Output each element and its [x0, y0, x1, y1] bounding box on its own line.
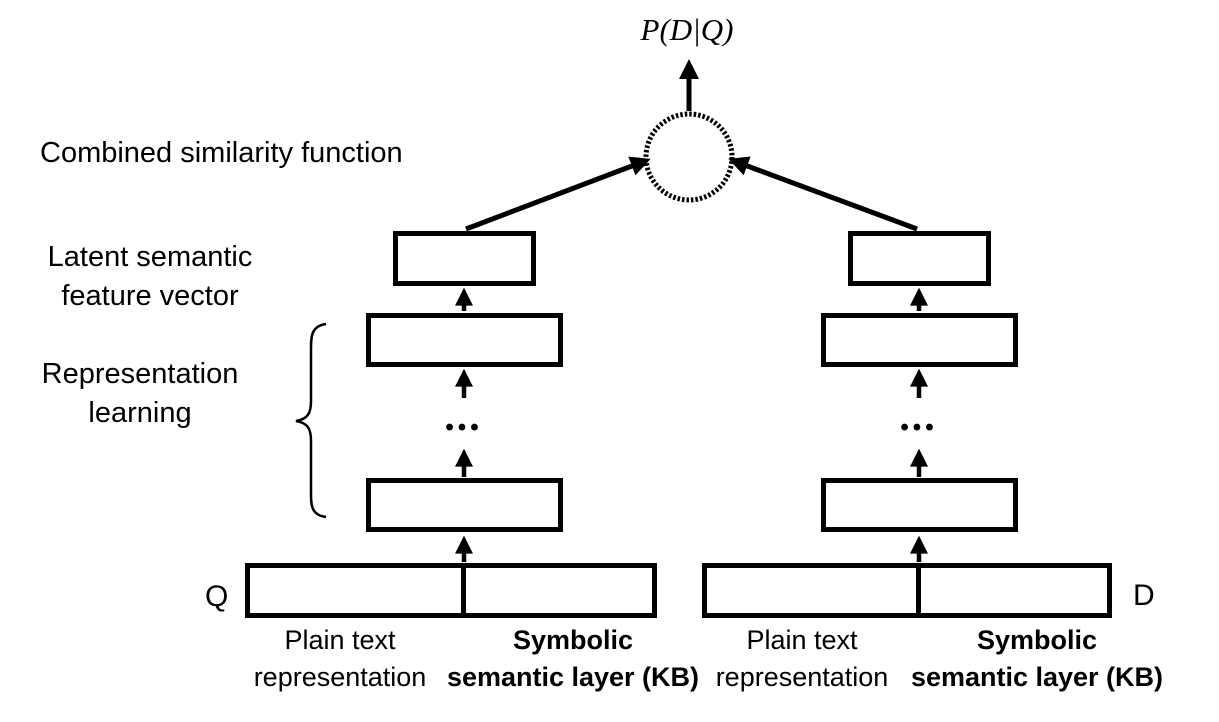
document-hidden-layer-upper-box — [821, 313, 1018, 367]
representation-label-line1: Representation — [41, 358, 239, 390]
document-letter: D — [1133, 579, 1155, 612]
right-tower-to-node-arrow — [728, 156, 918, 232]
query-symbolic-layer-label: Symbolic semantic layer (KB) — [443, 622, 703, 696]
representation-label-line2: learning — [88, 397, 192, 429]
query-plain-text-label: Plain text representation — [240, 622, 440, 696]
query-input-divider — [461, 563, 466, 618]
query-symbolic-line2: semantic layer (KB) — [446, 662, 700, 692]
document-hidden-layer-lower-box — [821, 478, 1018, 532]
document-symbolic-line2: semantic layer (KB) — [910, 662, 1164, 692]
query-plain-text-line2: representation — [253, 662, 427, 692]
query-input-box — [245, 563, 657, 618]
latent-label-line1: Latent semantic — [47, 241, 253, 273]
query-symbolic-line1: Symbolic — [512, 625, 634, 655]
query-hidden-layer-lower-box — [366, 478, 563, 532]
representation-learning-brace — [295, 322, 327, 519]
similarity-node-circle — [643, 111, 735, 203]
document-latent-vector-box — [848, 231, 991, 286]
query-hidden-layers-ellipsis: ••• — [445, 414, 483, 441]
representation-learning-label: Representation learning — [20, 355, 260, 433]
document-plain-text-line2: representation — [715, 662, 889, 692]
document-input-divider — [916, 563, 921, 618]
query-hidden-layer-upper-box — [366, 313, 563, 367]
combined-similarity-label: Combined similarity function — [40, 137, 403, 169]
document-symbolic-line1: Symbolic — [976, 625, 1098, 655]
latent-semantic-feature-vector-label: Latent semantic feature vector — [30, 238, 270, 316]
document-plain-text-line1: Plain text — [746, 625, 858, 655]
query-latent-vector-box — [393, 231, 536, 286]
latent-label-line2: feature vector — [61, 280, 239, 312]
document-symbolic-layer-label: Symbolic semantic layer (KB) — [907, 622, 1167, 696]
document-input-box — [702, 563, 1112, 618]
output-probability-label: P(D|Q) — [640, 12, 734, 47]
query-plain-text-line1: Plain text — [284, 625, 396, 655]
document-plain-text-label: Plain text representation — [702, 622, 902, 696]
document-hidden-layers-ellipsis: ••• — [900, 414, 938, 441]
query-letter: Q — [205, 580, 229, 613]
left-tower-to-node-arrow — [465, 156, 651, 232]
